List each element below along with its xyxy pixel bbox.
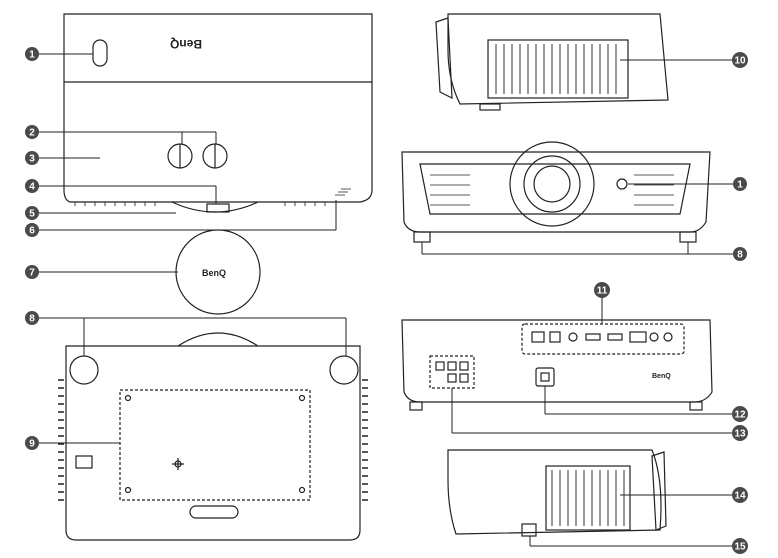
svg-text:1: 1 xyxy=(737,180,743,191)
callout-1-front: 1 xyxy=(733,177,747,191)
callout-3: 3 xyxy=(25,151,39,165)
front-foot-left xyxy=(414,232,430,242)
callout-14: 14 xyxy=(732,487,748,503)
side-view-lower xyxy=(448,450,666,536)
ir-sensor-top xyxy=(93,40,107,66)
lens-cap: BenQ xyxy=(176,230,260,314)
callout-11: 11 xyxy=(594,282,610,298)
io-panel xyxy=(522,324,684,354)
lens-cap-logo: BenQ xyxy=(202,268,226,278)
svg-text:10: 10 xyxy=(734,56,746,67)
power-socket xyxy=(536,368,554,386)
svg-text:14: 14 xyxy=(734,491,746,502)
callout-4: 4 xyxy=(25,179,39,193)
callout-8: 8 xyxy=(25,311,39,325)
front-view xyxy=(402,142,710,242)
svg-text:4: 4 xyxy=(29,182,35,193)
side-vent-upper xyxy=(488,40,628,98)
svg-text:9: 9 xyxy=(29,439,35,450)
callout-7: 7 xyxy=(25,265,39,279)
rear-logo: BenQ xyxy=(652,373,671,380)
leader-lines xyxy=(38,54,736,546)
rear-view: BenQ xyxy=(402,320,712,410)
callout-2: 2 xyxy=(25,125,39,139)
svg-text:12: 12 xyxy=(734,410,746,421)
front-foot-right xyxy=(680,232,696,242)
svg-text:2: 2 xyxy=(29,128,35,139)
top-logo: BenQ xyxy=(170,37,202,51)
callout-12: 12 xyxy=(732,406,748,422)
callout-8-front: 8 xyxy=(733,247,747,261)
callout-13: 13 xyxy=(732,425,748,441)
foot-right xyxy=(330,356,358,384)
callout-10: 10 xyxy=(732,52,748,68)
callout-15: 15 xyxy=(732,538,748,554)
svg-text:1: 1 xyxy=(29,50,35,61)
side-vent-lower xyxy=(546,466,630,530)
bottom-view xyxy=(58,333,368,540)
top-view: BenQ xyxy=(64,14,372,212)
svg-text:8: 8 xyxy=(737,250,743,261)
svg-text:7: 7 xyxy=(29,268,35,279)
svg-text:8: 8 xyxy=(29,314,35,325)
callout-6: 6 xyxy=(25,223,39,237)
callout-5: 5 xyxy=(25,206,39,220)
svg-text:15: 15 xyxy=(734,542,746,553)
callouts: 1 2 3 4 5 6 7 8 xyxy=(25,47,748,554)
svg-text:11: 11 xyxy=(597,286,608,297)
front-ir-sensor xyxy=(617,179,627,189)
mount-area xyxy=(120,390,310,500)
svg-text:13: 13 xyxy=(734,429,746,440)
svg-text:5: 5 xyxy=(29,209,35,220)
side-view-upper xyxy=(436,14,668,110)
control-panel xyxy=(430,356,474,388)
svg-text:6: 6 xyxy=(29,226,35,237)
foot-left xyxy=(70,356,98,384)
security-slot xyxy=(522,524,536,536)
svg-text:3: 3 xyxy=(29,154,35,165)
callout-1: 1 xyxy=(25,47,39,61)
callout-9: 9 xyxy=(25,436,39,450)
